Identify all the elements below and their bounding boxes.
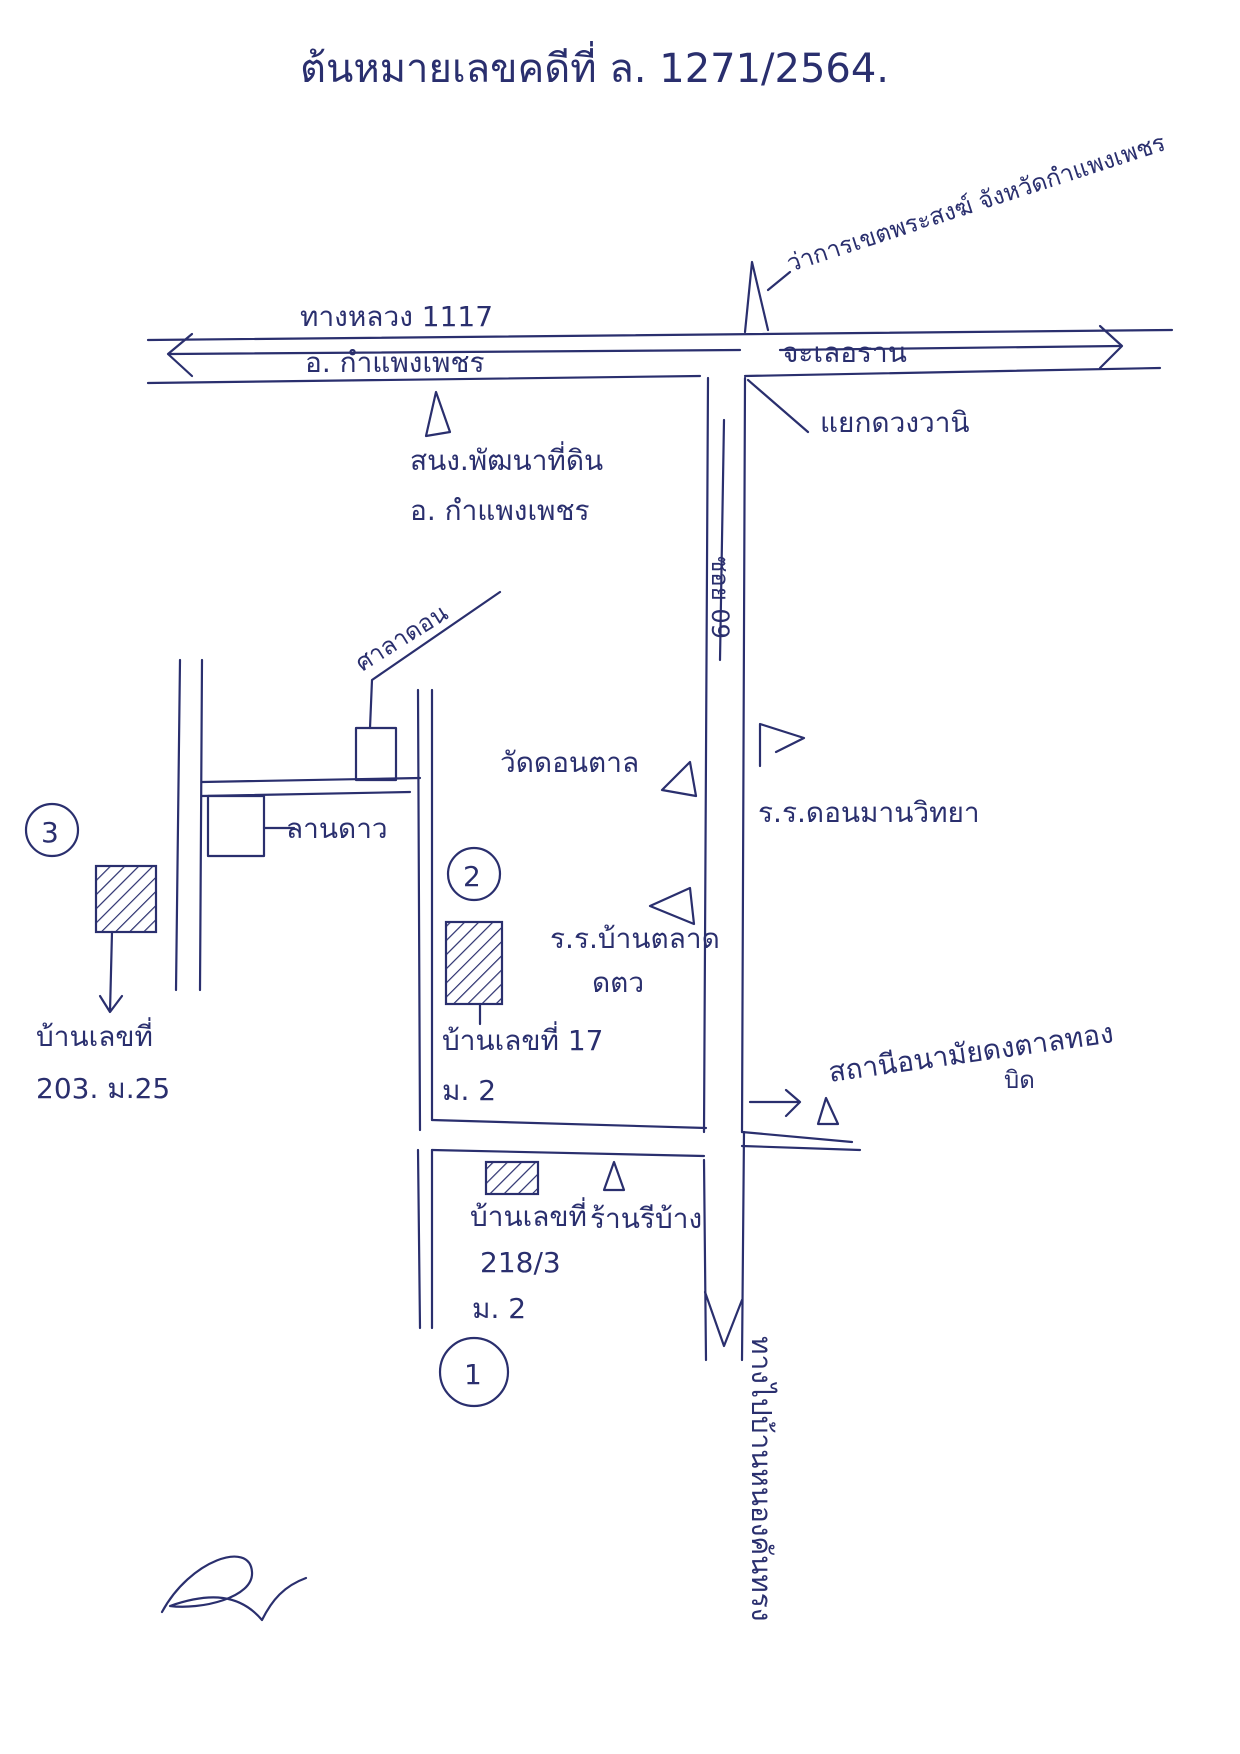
point-1-circle bbox=[438, 1336, 510, 1408]
station-label: สถานีอนามัยดงตาลทอง bbox=[826, 1016, 1115, 1089]
point-3-circle bbox=[24, 802, 80, 858]
temple-icon bbox=[660, 760, 698, 798]
top-right-landmark-label: ว่าการเขตพระสงฆ์ จังหวัดกำแพงเพชร bbox=[783, 129, 1169, 278]
station-icon bbox=[816, 1096, 840, 1126]
station-sub-label: บิด bbox=[1004, 1066, 1035, 1094]
hall-label: ลานดาว bbox=[286, 812, 388, 845]
to-kamphaeng-label: อ. กำแพงเพชร bbox=[305, 346, 485, 379]
lane-school-box bbox=[354, 726, 398, 782]
point-3-number: 3 bbox=[41, 816, 59, 849]
junction-label: แยกดวงวานิ bbox=[820, 406, 970, 439]
to-bottom-label: ทางไปบ้านหนองคันทรง bbox=[745, 1336, 778, 1621]
center-school-icon bbox=[648, 886, 696, 926]
point-2-label-2: ม. 2 bbox=[442, 1074, 496, 1107]
lane-system bbox=[174, 658, 862, 1330]
market-icon bbox=[602, 1160, 626, 1192]
point-1-house bbox=[484, 1160, 540, 1196]
point-3-label-1: บ้านเลขที่ bbox=[36, 1017, 153, 1053]
land-office-icon bbox=[424, 390, 452, 438]
monument-icon bbox=[743, 260, 770, 334]
point-2-house bbox=[444, 920, 504, 1006]
right-school-flag-icon bbox=[758, 722, 806, 768]
point-2-label-1: บ้านเลขที่ 17 bbox=[442, 1021, 604, 1057]
side-road bbox=[702, 376, 747, 1362]
land-office-label-2: อ. กำแพงเพชร bbox=[410, 494, 590, 527]
point-1-label-3: ม. 2 bbox=[472, 1292, 526, 1325]
point-3-label-2: 203. ม.25 bbox=[36, 1072, 170, 1105]
map-title: ต้นหมายเลขคดีที่ ล. 1271/2564. bbox=[300, 41, 889, 92]
to-right-label: จะเลอราน bbox=[782, 336, 907, 369]
point-3-arrow-icon bbox=[98, 930, 124, 1014]
arrow-right-icon bbox=[1098, 324, 1124, 370]
lane-school-label: ศาลาดอน bbox=[350, 599, 452, 677]
signature-icon bbox=[160, 1555, 308, 1622]
junction-pointer bbox=[746, 378, 810, 434]
center-school-label-2: ดตว bbox=[592, 966, 644, 999]
hall-box bbox=[206, 794, 266, 858]
station-pointer-icon bbox=[748, 1088, 802, 1118]
side-road-label: ซอย 09 bbox=[706, 556, 734, 639]
point-2-number: 2 bbox=[463, 860, 481, 893]
center-school-label-1: ร.ร.บ้านตลาด bbox=[550, 922, 720, 955]
arrow-down-icon bbox=[703, 1290, 744, 1348]
right-school-label: ร.ร.ดอนมานวิทยา bbox=[758, 796, 980, 829]
main-road-label: ทางหลวง 1117 bbox=[300, 300, 493, 333]
land-office-label-1: สนง.พัฒนาที่ดิน bbox=[410, 441, 603, 477]
arrow-left-icon bbox=[166, 332, 194, 378]
main-road bbox=[146, 324, 1174, 385]
point-1-label-1: บ้านเลขที่ bbox=[470, 1197, 587, 1233]
point-1-number: 1 bbox=[464, 1358, 482, 1391]
point-3-house bbox=[94, 864, 158, 934]
point-1-label-2: 218/3 bbox=[480, 1246, 561, 1279]
market-label: ร้านรีบ้าง bbox=[590, 1202, 702, 1235]
temple-label: วัดดอนตาล bbox=[500, 746, 639, 779]
point-2-circle bbox=[446, 846, 502, 902]
